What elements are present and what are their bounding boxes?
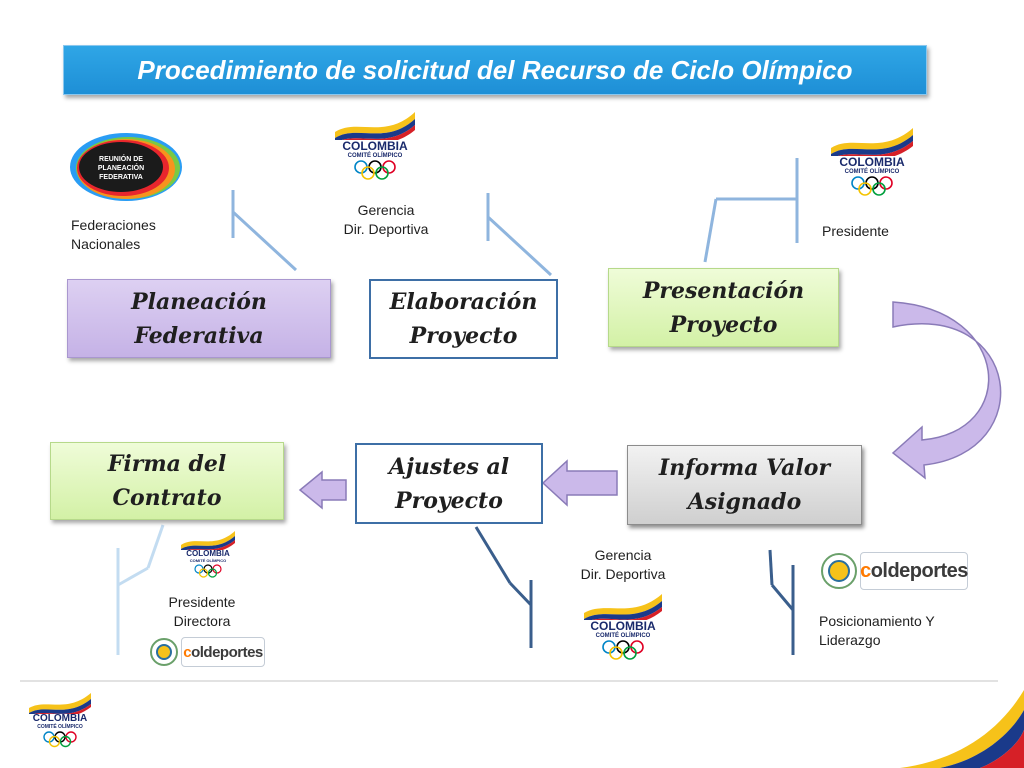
colombia-flag-icon	[584, 594, 662, 620]
connector-presidente-directora	[116, 524, 165, 655]
curved-arrow	[891, 301, 1002, 480]
colombia-name: COLOMBIA	[186, 549, 230, 558]
page-title: Procedimiento de solicitud del Recurso d…	[63, 45, 927, 95]
coldeportes-c: c	[860, 559, 871, 582]
colombia-olympic-logo-footer: COLOMBIA COMITÉ OLÍMPICO	[28, 692, 92, 748]
coldeportes-c: c	[183, 643, 192, 661]
colombia-olympic-logo-top: COLOMBIA COMITÉ OLÍMPICO	[333, 110, 417, 181]
colombia-name: COLOMBIA	[839, 155, 905, 169]
label-gerencia-bottom: Gerencia Dir. Deportiva	[580, 547, 666, 582]
colombia-name: COLOMBIA	[342, 139, 408, 153]
colombia-flag-icon	[335, 112, 415, 140]
box-planeacion-federativa: Planeación Federativa	[67, 279, 331, 358]
colombia-sub: COMITÉ OLÍMPICO	[844, 169, 900, 175]
colombia-seal-icon	[150, 638, 178, 666]
colombia-flag-icon	[29, 693, 91, 714]
colombia-sub: COMITÉ OLÍMPICO	[595, 633, 651, 639]
colombia-sub: COMITÉ OLÍMPICO	[37, 724, 83, 730]
colombia-flag-icon	[181, 531, 235, 550]
colombia-olympic-logo-bottom-middle: COLOMBIA COMITÉ OLÍMPICO	[582, 592, 664, 661]
label-presidente-top: Presidente	[822, 223, 889, 239]
box-elaboracion-proyecto: Elaboración Proyecto	[369, 279, 558, 359]
coldeportes-text: oldeportes	[191, 643, 263, 661]
connector-federaciones	[231, 190, 298, 272]
coldeportes-text: oldeportes	[870, 559, 969, 582]
label-gerencia-top: Gerencia Dir. Deportiva	[343, 202, 429, 237]
connector-posicionamiento	[768, 549, 795, 655]
colombia-sub: COMITÉ OLÍMPICO	[347, 153, 403, 159]
arrow-ajustes-to-firma	[298, 470, 347, 510]
colombia-flag-icon	[831, 128, 913, 156]
connector-gerencia-top	[486, 193, 553, 277]
colombia-olympic-logo-right: COLOMBIA COMITÉ OLÍMPICO	[829, 126, 915, 197]
box-informa-valor-asignado: Informa Valor Asignado	[627, 445, 862, 525]
colombia-name: COLOMBIA	[32, 713, 88, 724]
label-federaciones-nacionales: Federaciones Nacionales	[71, 217, 156, 252]
label-posicionamiento-liderazgo: Posicionamiento Y Liderazgo	[819, 613, 935, 648]
connector-presidente-top	[703, 158, 799, 263]
olympic-rings-icon	[194, 564, 222, 578]
planeacion-federativa-logo: REUNIÓN DE PLANEACIÓN FEDERATIVA	[68, 131, 184, 204]
colombia-name: COLOMBIA	[590, 619, 656, 633]
label-presidente-directora: Presidente Directora	[168, 594, 236, 629]
olympic-rings-icon	[354, 160, 396, 180]
connector-gerencia-bottom	[474, 526, 533, 648]
olympic-rings-icon	[602, 640, 644, 660]
colombia-olympic-logo-bottom-left: COLOMBIA COMITÉ OLÍMPICO	[180, 530, 236, 578]
arrow-informa-to-ajustes	[541, 459, 618, 507]
colombia-seal-icon	[821, 553, 857, 589]
fed-logo-text: REUNIÓN DE PLANEACIÓN FEDERATIVA	[97, 156, 145, 181]
corner-ribbon-decoration	[900, 690, 1024, 768]
colombia-sub: COMITÉ OLÍMPICO	[189, 558, 227, 563]
olympic-rings-icon	[851, 176, 893, 196]
box-firma-contrato: Firma del Contrato	[50, 442, 284, 520]
box-presentacion-proyecto: Presentación Proyecto	[608, 268, 839, 347]
olympic-rings-icon	[43, 731, 77, 748]
box-ajustes-proyecto: Ajustes al Proyecto	[355, 443, 543, 524]
